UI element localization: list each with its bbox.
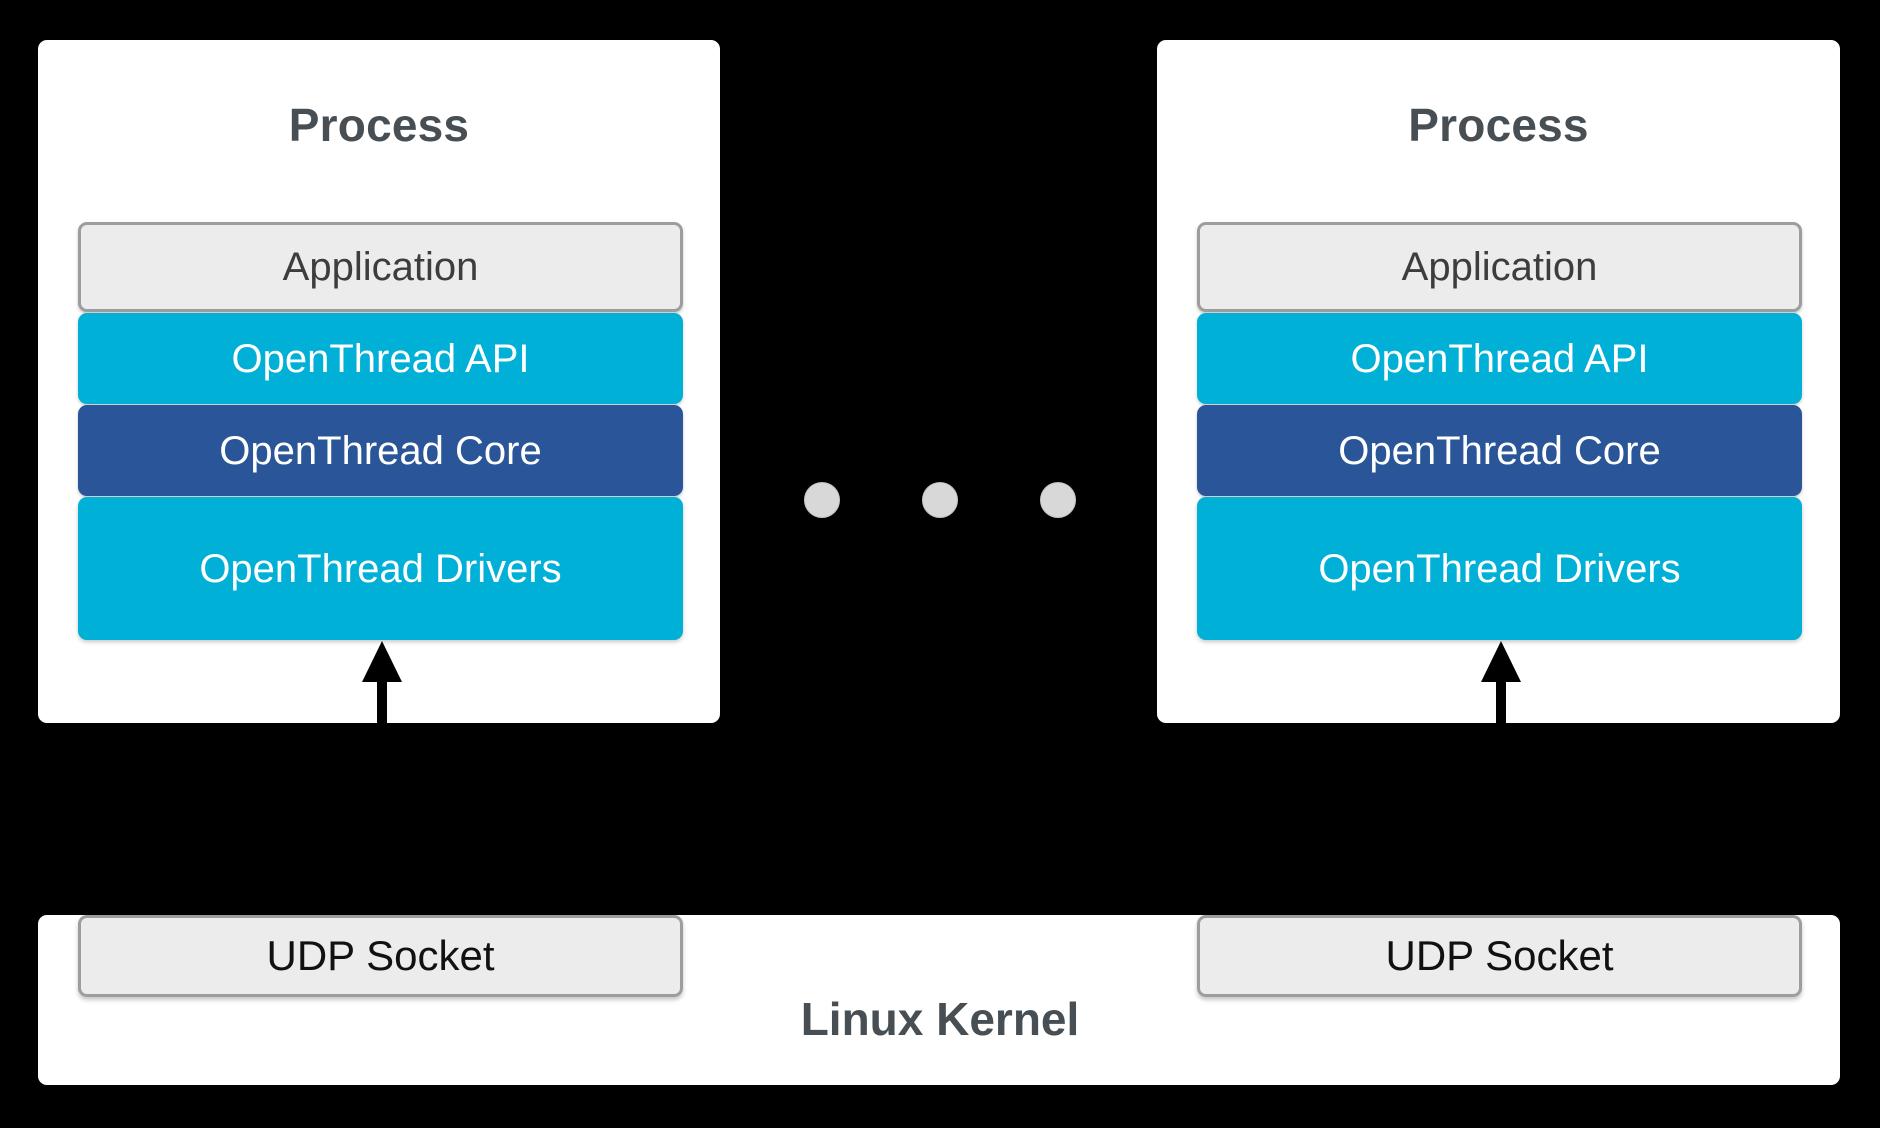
udp-socket-box-left[interactable]: UDP Socket xyxy=(78,915,683,997)
process-title-left: Process xyxy=(288,99,470,151)
layer-openthread-drivers-right[interactable]: OpenThread Drivers xyxy=(1197,497,1802,640)
layer-openthread-core-right[interactable]: OpenThread Core xyxy=(1197,405,1802,496)
layer-openthread-drivers-left[interactable]: OpenThread Drivers xyxy=(78,497,683,640)
layer-openthread-drivers-label-left: OpenThread Drivers xyxy=(199,546,562,591)
layer-openthread-core-label-right: OpenThread Core xyxy=(1338,428,1661,473)
ellipsis-dot-2 xyxy=(922,482,958,518)
layer-openthread-core-label-left: OpenThread Core xyxy=(219,428,542,473)
layer-application-label-left: Application xyxy=(282,245,479,289)
layer-openthread-api-right[interactable]: OpenThread API xyxy=(1197,313,1802,404)
udp-socket-label-left: UDP Socket xyxy=(266,932,495,979)
udp-socket-box-right[interactable]: UDP Socket xyxy=(1197,915,1802,997)
layer-openthread-core-left[interactable]: OpenThread Core xyxy=(78,405,683,496)
layer-application-left[interactable]: Application xyxy=(78,222,683,312)
layer-application-label-right: Application xyxy=(1401,245,1598,289)
ellipsis-dot-1 xyxy=(804,482,840,518)
up-arrow-icon-left xyxy=(362,641,402,724)
layer-openthread-api-left[interactable]: OpenThread API xyxy=(78,313,683,404)
process-title-right: Process xyxy=(1408,99,1589,151)
layer-application-right[interactable]: Application xyxy=(1197,222,1802,312)
layer-openthread-api-label-right: OpenThread API xyxy=(1350,336,1649,381)
linux-kernel-title: Linux Kernel xyxy=(800,993,1080,1045)
ellipsis-dot-3 xyxy=(1040,482,1076,518)
layer-openthread-drivers-label-right: OpenThread Drivers xyxy=(1318,546,1681,591)
udp-socket-label-right: UDP Socket xyxy=(1385,932,1614,979)
layer-openthread-api-label-left: OpenThread API xyxy=(231,336,530,381)
up-arrow-icon-right xyxy=(1481,641,1521,724)
